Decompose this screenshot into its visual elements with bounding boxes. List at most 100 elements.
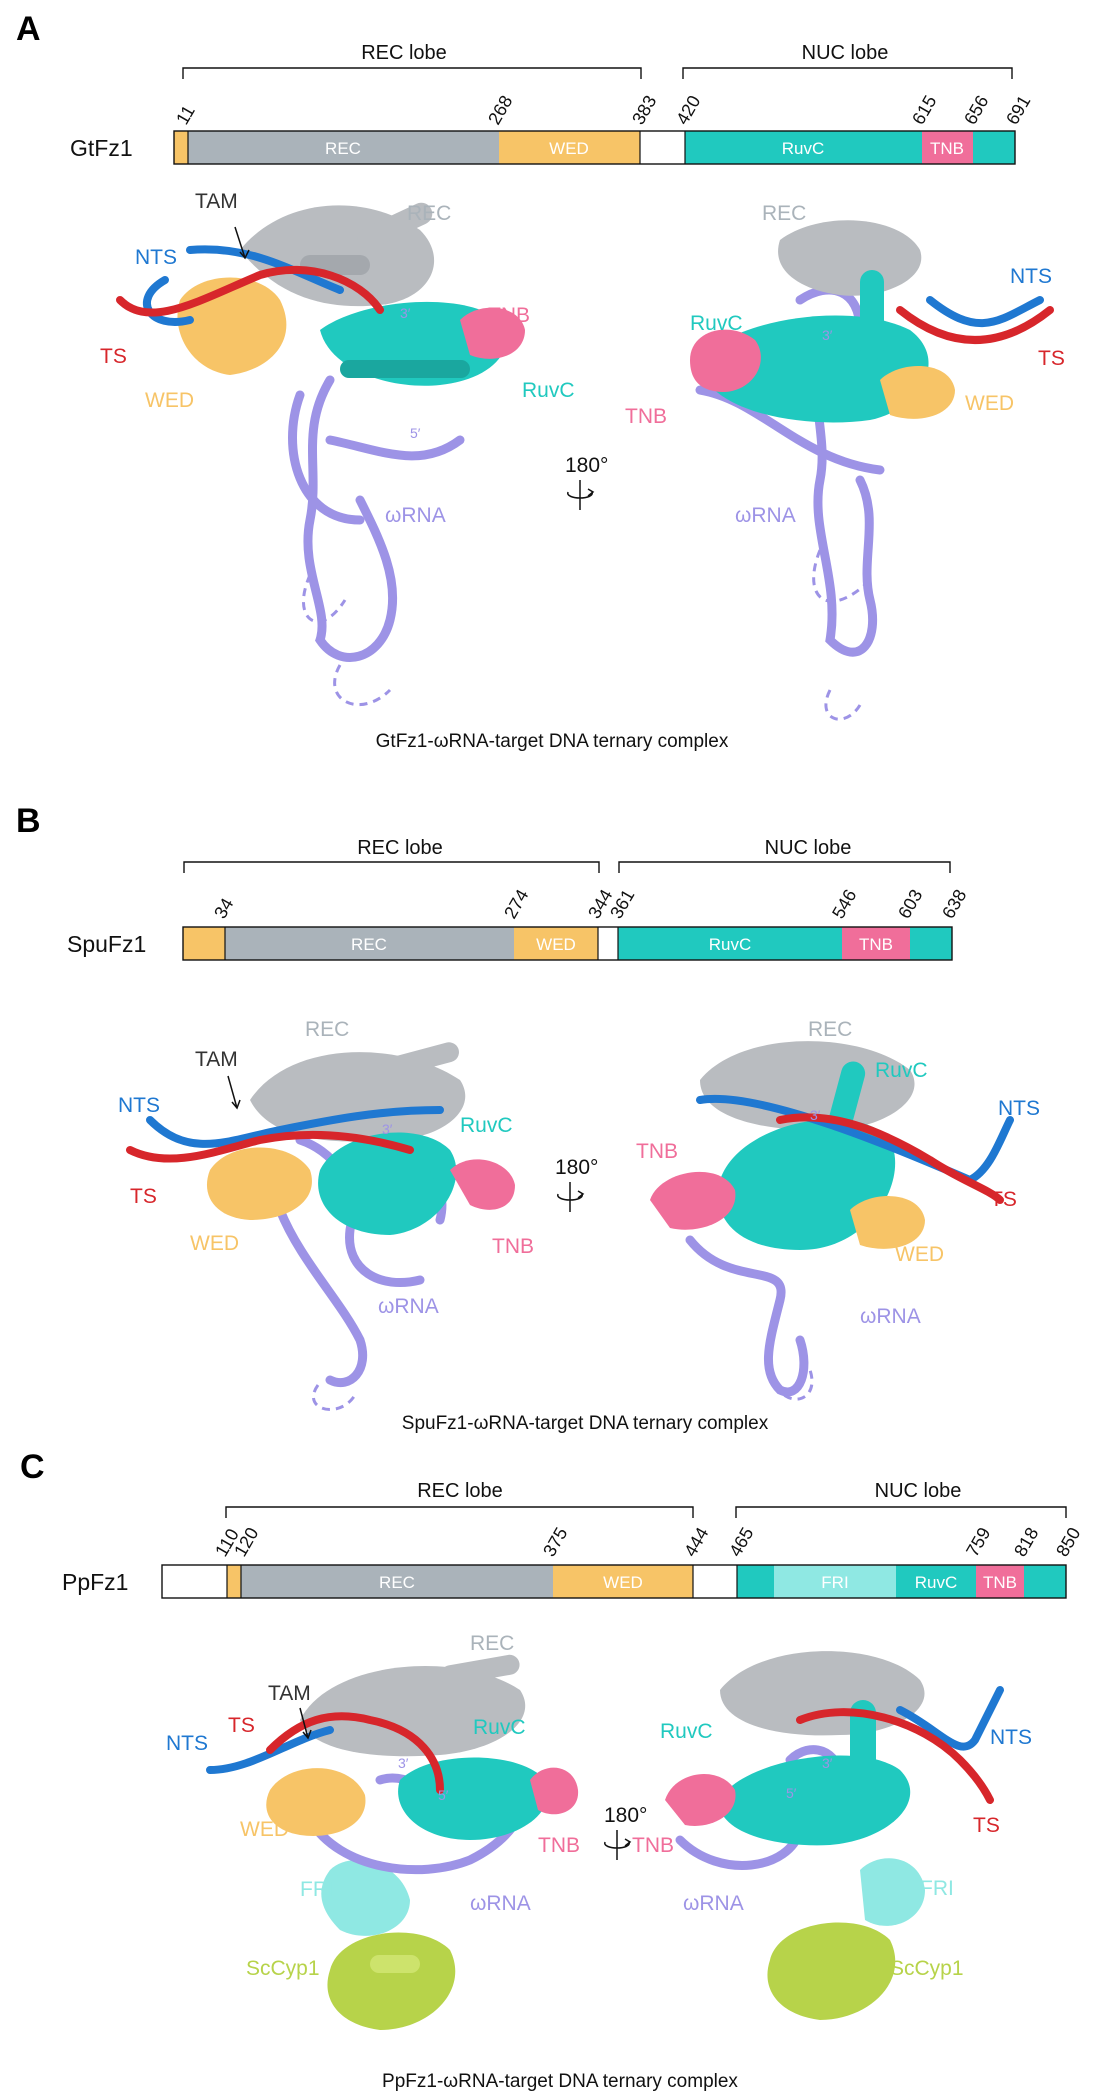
domain-segment-wed <box>553 1565 693 1598</box>
lobe-brackets: REC lobe NUC lobe <box>183 837 951 873</box>
label-nts: NTS <box>135 246 177 269</box>
label-five-prime: 5′ <box>410 425 421 441</box>
label-wed: WED <box>895 1243 944 1266</box>
label-ts: TS <box>100 345 127 368</box>
ruvc-domain-blob <box>718 1061 896 1250</box>
domain-label-tnb: TNB <box>930 139 964 158</box>
label-ts: TS <box>1038 347 1065 370</box>
panel-caption: SpuFz1-ωRNA-target DNA ternary complex <box>402 1413 769 1434</box>
structure-left: TAM REC NTS TS WED TNB RuvC ωRNA 3′ 5′ <box>100 190 575 707</box>
rec-domain-blob <box>778 220 922 296</box>
domain-segment-wed <box>499 131 640 164</box>
domain-label-ruvc: RuvC <box>782 139 825 158</box>
domain-segment-rec <box>241 1565 553 1598</box>
label-tnb: TNB <box>492 1235 534 1258</box>
label-omega-rna: ωRNA <box>385 504 446 527</box>
label-tnb: TNB <box>632 1834 674 1857</box>
label-three-prime: 3′ <box>382 1121 393 1137</box>
panel-letter: C <box>20 1448 45 1486</box>
dna-strands <box>206 1712 444 1794</box>
position-labels: 110 120 375 444 465 759 818 850 <box>211 1524 1084 1560</box>
domain-segment-linker <box>693 1565 737 1598</box>
domain-bar: REC WED RuvC TNB <box>182 926 953 961</box>
domain-label-wed: WED <box>603 1573 643 1592</box>
rec-domain-blob <box>300 1654 526 1757</box>
dna-strands <box>116 245 384 326</box>
structure-right: REC RuvC NTS TS TNB WED ωRNA 3′ <box>636 1018 1040 1401</box>
label-ruvc: RuvC <box>690 312 743 335</box>
label-wed: WED <box>240 1818 289 1841</box>
wed-domain-blob <box>206 1147 312 1220</box>
lobe-label-nuc: NUC lobe <box>875 1480 962 1502</box>
domain-bar: REC WED RuvC TNB <box>173 130 1016 165</box>
label-omega-rna: ωRNA <box>470 1892 531 1915</box>
panel-caption: GtFz1-ωRNA-target DNA ternary complex <box>376 731 729 752</box>
tnb-domain-blob <box>665 1773 736 1826</box>
label-three-prime: 3′ <box>810 1107 821 1123</box>
rotation-label: 180° <box>555 1156 598 1179</box>
omega-rna-dashed <box>812 549 872 721</box>
panel-c: C REC lobe NUC lobe PpFz1 REC WED <box>20 1448 1084 2092</box>
label-wed: WED <box>145 389 194 412</box>
lobe-label-rec: REC lobe <box>357 837 443 859</box>
label-five-prime: 5′ <box>786 1785 797 1801</box>
label-omega-rna: ωRNA <box>735 504 796 527</box>
label-omega-rna: ωRNA <box>378 1295 439 1318</box>
domain-segment-wed-n <box>227 1565 241 1598</box>
label-three-prime: 3′ <box>398 1755 409 1771</box>
tnb-domain-blob <box>460 307 525 359</box>
label-ruvc: RuvC <box>522 379 575 402</box>
position-label: 375 <box>539 1524 571 1560</box>
domain-label-fri: FRI <box>821 1573 848 1592</box>
domain-segment-wed-n <box>174 131 188 164</box>
position-label: 274 <box>500 886 532 922</box>
label-three-prime: 3′ <box>822 1755 833 1771</box>
ruvc-domain-blob <box>398 1757 549 1840</box>
tam-pointer <box>227 1075 238 1109</box>
label-ruvc: RuvC <box>660 1720 713 1743</box>
label-ts: TS <box>973 1814 1000 1837</box>
structure-left: REC TAM NTS TS WED RuvC TNB ωRNA 3′ <box>118 1018 534 1411</box>
domain-segment-ruvc <box>685 131 922 164</box>
rotation-indicator: 180° <box>555 1156 598 1212</box>
label-fri: FRI <box>920 1877 954 1900</box>
domain-segment-ruvc-n <box>737 1565 774 1598</box>
label-rec: REC <box>305 1018 349 1041</box>
lobe-brackets: REC lobe NUC lobe <box>225 1480 1067 1518</box>
structure-right: RuvC NTS TS TNB ωRNA FRI ScCyp1 3′ 5′ <box>632 1651 1032 2020</box>
tnb-domain-blob <box>690 329 761 392</box>
domain-bar: REC WED FRI RuvC TNB <box>161 1564 1067 1599</box>
tam-pointer <box>234 226 246 259</box>
dna-strands <box>126 1106 444 1163</box>
tnb-domain-blob <box>450 1159 515 1210</box>
ruvc-domain-blob <box>719 1700 911 1846</box>
wed-domain-blob <box>177 277 287 375</box>
label-ts: TS <box>990 1188 1017 1211</box>
structure-left: TAM REC NTS TS RuvC WED TNB FRI ωRNA ScC… <box>166 1632 580 2030</box>
label-ts: TS <box>228 1714 255 1737</box>
position-label: 465 <box>725 1524 757 1560</box>
domain-segment-linker <box>640 131 685 164</box>
lobe-label-nuc: NUC lobe <box>802 42 889 64</box>
lobe-brackets: REC lobe NUC lobe <box>182 42 1013 79</box>
protein-name: SpuFz1 <box>67 931 146 957</box>
label-sccyp1: ScCyp1 <box>890 1957 964 1980</box>
label-three-prime: 3′ <box>400 305 411 321</box>
rotation-label: 180° <box>565 454 608 477</box>
label-wed: WED <box>190 1232 239 1255</box>
domain-segment-tnb <box>976 1565 1024 1598</box>
position-label: 120 <box>230 1524 262 1560</box>
sccyp1-domain-blob <box>327 1932 456 2030</box>
domain-label-tnb: TNB <box>983 1573 1017 1592</box>
label-tam: TAM <box>195 1048 238 1071</box>
domain-label-rec: REC <box>351 935 387 954</box>
omega-rna-dashed <box>773 1369 814 1401</box>
label-nts: NTS <box>998 1097 1040 1120</box>
domain-segment-wed-n <box>183 927 225 960</box>
rec-domain-blob <box>250 1042 466 1142</box>
dna-strands <box>696 1094 1014 1204</box>
label-tnb: TNB <box>488 304 530 327</box>
omega-rna-dashed <box>302 574 392 707</box>
domain-segment-linker <box>598 927 618 960</box>
lobe-label-nuc: NUC lobe <box>765 837 852 859</box>
